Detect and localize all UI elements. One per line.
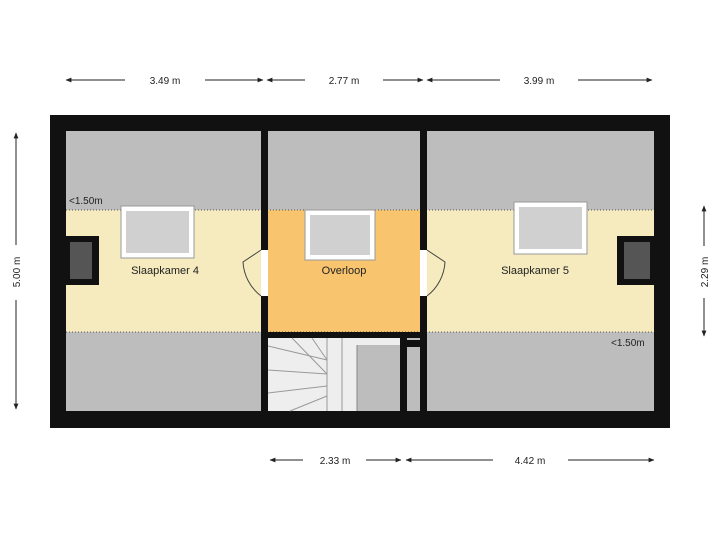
- height-note-right: <1.50m: [611, 338, 645, 349]
- wall-stair-notch: [400, 340, 427, 347]
- chimney-left-inner: [70, 242, 92, 279]
- dimension-right: 2.29 m: [700, 205, 711, 337]
- room-label-landing: Overloop: [322, 265, 367, 277]
- wall-stair-right: [400, 338, 407, 411]
- dim-right: 2.29 m: [700, 257, 711, 288]
- dim-top-1: 3.49 m: [150, 76, 181, 87]
- staircase: [267, 337, 400, 412]
- dimension-left: 5.00 m: [12, 132, 23, 410]
- chimney-right-inner: [624, 242, 650, 279]
- room-label-bedroom-5: Slaapkamer 5: [501, 265, 569, 277]
- skylight-bedroom-4: [120, 205, 195, 259]
- dim-top-3: 3.99 m: [524, 76, 555, 87]
- dim-top-2: 2.77 m: [329, 76, 360, 87]
- dim-left: 5.00 m: [12, 257, 23, 288]
- dimension-bottom: 2.33 m 4.42 m: [269, 456, 655, 467]
- height-note-left: <1.50m: [69, 196, 103, 207]
- door-gap-left: [261, 250, 268, 296]
- dim-bottom-1: 2.33 m: [320, 456, 351, 467]
- skylight-bedroom-5: [513, 201, 588, 255]
- skylight-landing: [304, 209, 376, 261]
- wall-landing-bedroom5: [420, 131, 427, 347]
- room-label-bedroom-4: Slaapkamer 4: [131, 265, 199, 277]
- dimension-top: 3.49 m 2.77 m 3.99 m: [65, 76, 653, 87]
- door-swing-left: [242, 249, 262, 297]
- door-swing-right: [426, 249, 446, 297]
- dim-bottom-2: 4.42 m: [515, 456, 546, 467]
- door-gap-right: [420, 250, 427, 296]
- wall-stair-bottom: [268, 332, 427, 338]
